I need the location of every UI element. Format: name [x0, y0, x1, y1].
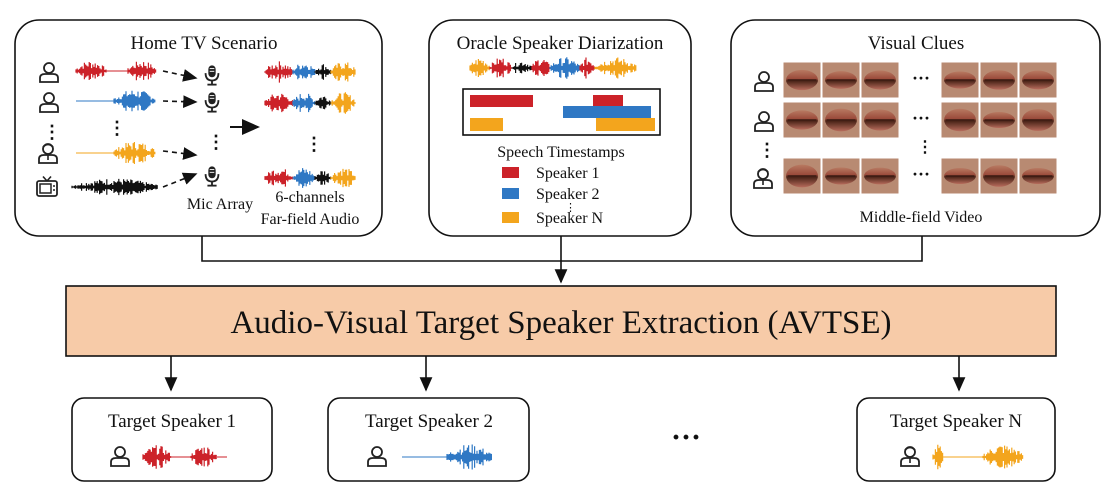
visual-title: Visual Clues [868, 33, 965, 54]
lip-frames: ··· ··· ··· ⋮ [782, 61, 1058, 195]
legend-swatch-speaker-1 [502, 167, 519, 178]
speaker-legend: Speaker 1 Speaker 2 ⋮ Speaker N [502, 165, 604, 227]
target-speaker-1-box [71, 397, 273, 482]
vertical-dots: ⋮ [108, 118, 126, 138]
target-speaker-2-label: Target Speaker 2 [365, 411, 493, 432]
output-arrows [164, 356, 966, 392]
lip-frame [782, 101, 822, 139]
lip-frame [979, 101, 1019, 139]
target-speaker-n-label: Target Speaker N [890, 411, 1023, 432]
lip-frame [940, 61, 980, 99]
waveform-blue [76, 90, 156, 112]
ellipsis: ··· [671, 421, 701, 454]
speaker-n-segment [470, 118, 503, 131]
lip-frame [979, 157, 1019, 195]
lip-frame [782, 157, 822, 195]
avtse-box [65, 285, 1057, 357]
timestamps-label: Speech Timestamps [497, 144, 625, 161]
ellipsis: ··· [912, 108, 930, 128]
legend-swatch-speaker-2 [502, 188, 519, 199]
lip-frame [821, 157, 861, 195]
lip-frame [1018, 61, 1058, 99]
waveform-red [142, 445, 227, 469]
vertical-dots: ⋮ [917, 139, 933, 156]
target-speaker-1-label: Target Speaker 1 [108, 411, 236, 432]
vertical-dots: ⋮ [565, 202, 576, 214]
diarization-waveform [469, 57, 637, 79]
legend-swatch-speaker-n [502, 212, 519, 223]
waveform-orange [932, 444, 1024, 470]
waveform-red [75, 61, 157, 81]
ellipsis: ··· [912, 68, 930, 88]
lip-frame [782, 61, 822, 99]
mixed-waveforms [264, 61, 356, 188]
lip-frame [940, 157, 980, 195]
speaker-1-segment [593, 95, 623, 107]
mic-array-label: Mic Array [187, 196, 253, 213]
lip-frame [1018, 101, 1058, 139]
dashed-arrows [162, 69, 198, 188]
lip-frame [940, 101, 980, 139]
legend-label-speaker-2: Speaker 2 [536, 186, 600, 203]
home-tv-title: Home TV Scenario [130, 33, 277, 54]
legend-label-speaker-1: Speaker 1 [536, 165, 600, 182]
waveform-orange [76, 142, 156, 164]
lip-frame [821, 101, 861, 139]
vertical-dots: ⋮ [758, 140, 776, 160]
lip-frame [821, 61, 861, 99]
speaker-1-segment [470, 95, 533, 107]
far-field-label: Far-field Audio [261, 211, 360, 228]
avtse-label: Audio-Visual Target Speaker Extraction (… [230, 305, 891, 341]
video-label: Middle-field Video [860, 209, 983, 226]
oracle-title: Oracle Speaker Diarization [457, 33, 664, 54]
connectors [201, 236, 923, 284]
speaker-n-segment [596, 118, 655, 131]
ellipsis: ··· [912, 164, 930, 184]
vertical-dots: ⋮ [305, 134, 323, 154]
lip-frame [1018, 157, 1058, 195]
vertical-dots: ⋮ [207, 132, 225, 152]
lip-frame [860, 101, 900, 139]
speaker-2-segment [563, 106, 651, 118]
legend-label-speaker-n: Speaker N [536, 210, 604, 227]
vertical-dots: ⋮ [43, 122, 61, 142]
source-waveforms: ⋮ [71, 61, 158, 196]
waveform-black [71, 178, 158, 196]
waveform-blue [402, 444, 492, 470]
lip-frame [979, 61, 1019, 99]
lip-frame [860, 61, 900, 99]
channels-label: 6-channels [275, 189, 344, 206]
lip-frame [860, 157, 900, 195]
